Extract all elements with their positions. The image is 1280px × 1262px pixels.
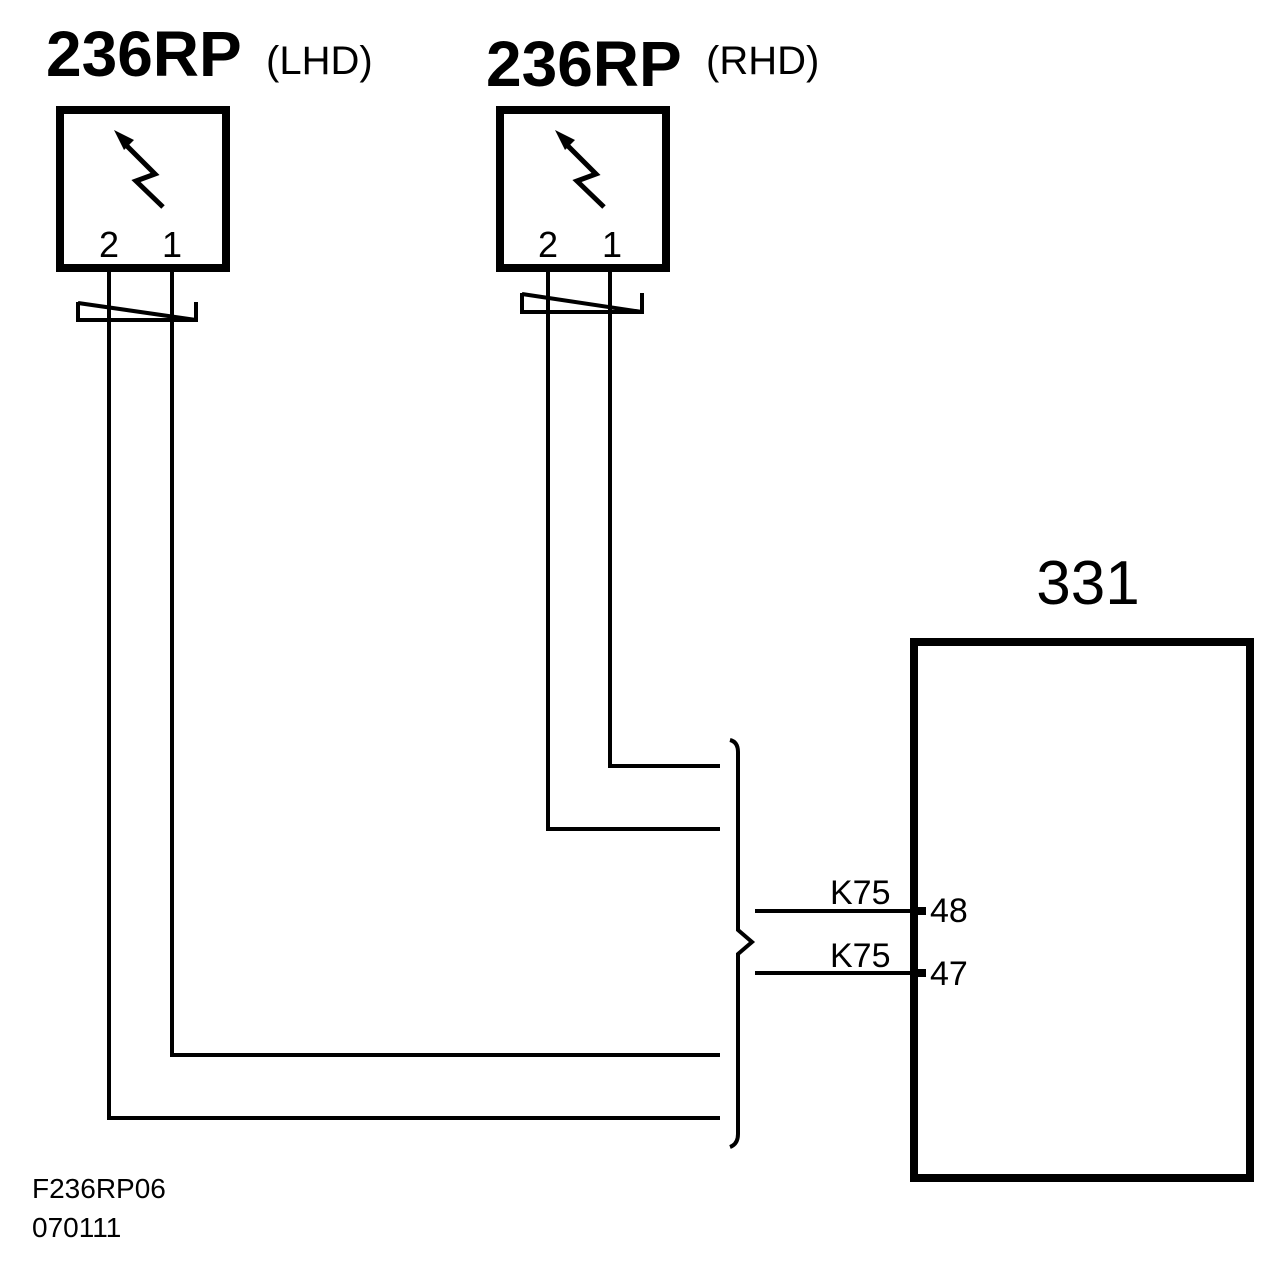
connection-pin-48: K75 48 — [755, 874, 968, 930]
component-lhd-variant: (LHD) — [266, 39, 373, 83]
wires-lhd — [107, 270, 720, 1120]
connection-pin-47: K75 47 — [755, 937, 968, 993]
connector-bracket-lhd — [76, 302, 198, 322]
pin-47-terminal — [918, 969, 926, 977]
connector-slash-lhd — [77, 301, 197, 322]
component-rhd-box — [496, 106, 670, 272]
connector-bracket-rhd — [520, 293, 644, 314]
wire-label-k75-b: K75 — [830, 937, 891, 975]
sensor-lightning-arrow-icon — [114, 130, 165, 209]
pin-label-48: 48 — [930, 892, 968, 930]
component-lhd-pin-1-label: 1 — [162, 224, 182, 265]
wire-rhd-pin-1 — [608, 270, 720, 768]
component-331-code: 331 — [1036, 549, 1139, 618]
component-rhd-pin-1-label: 1 — [602, 224, 622, 265]
component-rhd-code: 236RP — [486, 28, 682, 100]
figure-id: F236RP06 — [32, 1173, 166, 1204]
component-lhd-box — [56, 106, 230, 272]
wire-rhd-pin-2 — [546, 270, 720, 831]
component-lhd-pin-2-label: 2 — [99, 224, 119, 265]
pin-48-terminal — [918, 907, 926, 915]
component-rhd-pin-2-label: 2 — [538, 224, 558, 265]
wires-rhd — [546, 270, 720, 831]
wire-lhd-pin-1 — [170, 270, 720, 1057]
component-236rp-lhd: 236RP (LHD) 2 1 — [46, 18, 373, 322]
wire-label-k75-a: K75 — [830, 874, 891, 912]
component-lhd-code: 236RP — [46, 18, 242, 90]
wire-lhd-pin-2 — [107, 270, 720, 1120]
component-236rp-rhd: 236RP (RHD) 2 1 — [486, 28, 819, 314]
pin-label-47: 47 — [930, 955, 968, 993]
wire-merge-brace — [729, 738, 756, 1149]
sensor-lightning-arrow-icon — [555, 130, 606, 209]
date-code: 070111 — [32, 1212, 121, 1243]
connector-slash-rhd — [521, 292, 643, 314]
component-331: 331 — [910, 549, 1254, 1182]
component-rhd-variant: (RHD) — [706, 39, 819, 83]
